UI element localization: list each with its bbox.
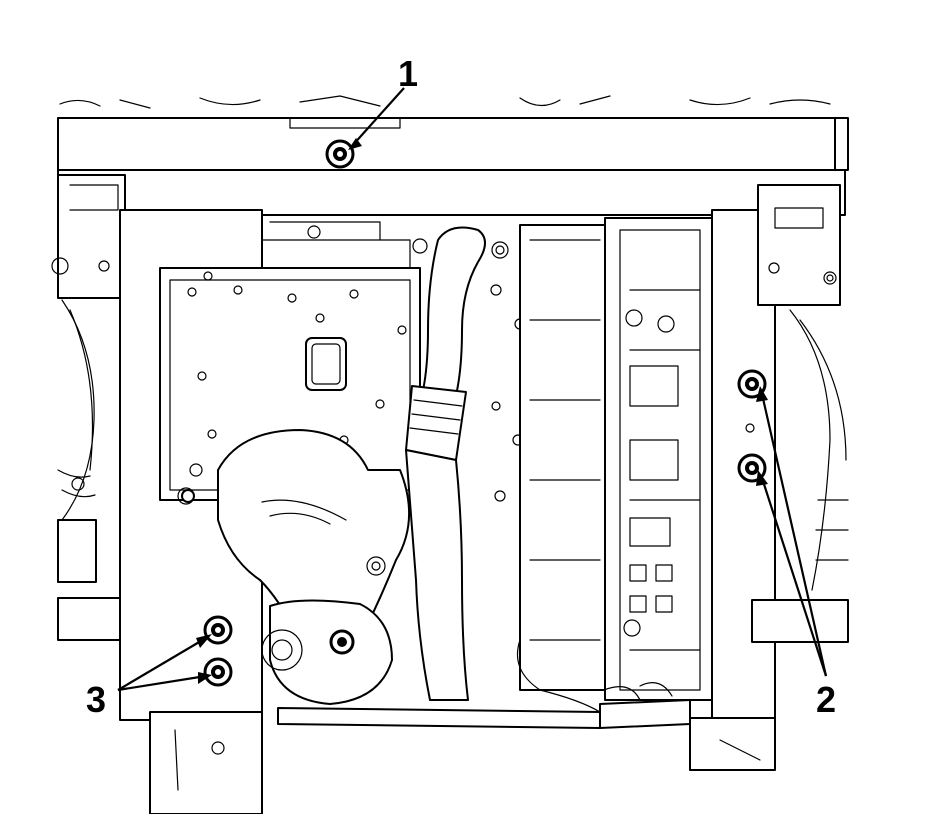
- bolts-callout-2: [737, 369, 767, 483]
- leader-lines: [117, 87, 828, 692]
- misc-bolts: [181, 489, 355, 655]
- bolt-callout-1: [325, 139, 355, 169]
- callout-label-3: 3: [86, 679, 106, 720]
- radiator-hose: [405, 226, 526, 701]
- lower-pipe: [277, 639, 776, 771]
- upper-crossmember: [57, 95, 849, 216]
- callout-label-1: 1: [398, 53, 418, 94]
- left-frame: [51, 174, 126, 641]
- bolts-callout-3: [203, 615, 233, 687]
- right-rail: [711, 184, 849, 721]
- callout-label-2: 2: [816, 679, 836, 720]
- module-housing: [519, 217, 713, 701]
- air-intake-duct: [217, 429, 410, 705]
